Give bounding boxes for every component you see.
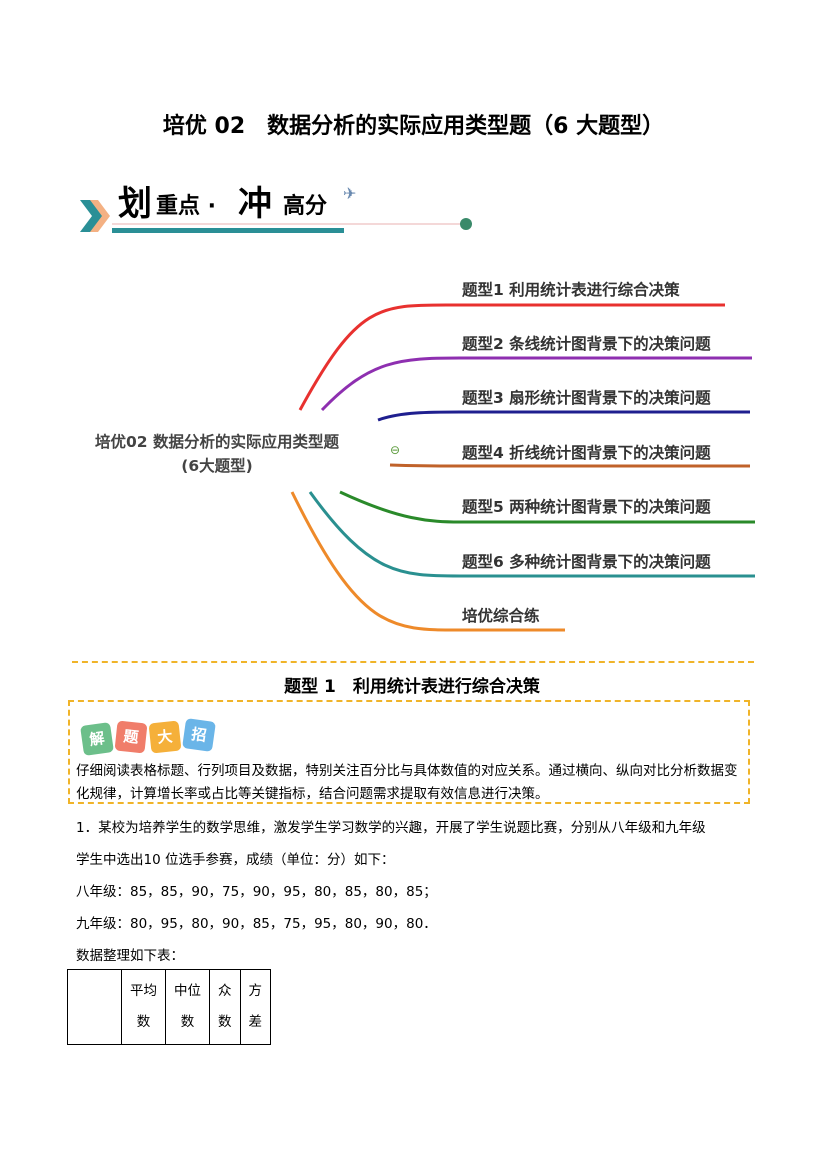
tip-badge-1: 解 — [80, 722, 114, 756]
mindmap-lines — [290, 303, 755, 632]
tip-text: 仔细阅读表格标题、行列项目及数据，特别关注百分比与具体数值的对应关系。通过横向、… — [76, 763, 738, 802]
branch-line-7 — [290, 491, 565, 632]
banner-char-2: 冲 — [238, 184, 272, 224]
question-line-1: 1．某校为培养学生的数学思维，激发学生学习数学的兴趣，开展了学生说题比赛，分别从… — [76, 820, 706, 836]
divider — [72, 661, 754, 663]
branch-line-4 — [389, 463, 750, 468]
root-line-2: (6大题型) — [181, 457, 253, 475]
header-cell-mean: 平均数 — [121, 969, 166, 1045]
banner-char-1: 划 — [118, 184, 152, 224]
branch-line-2 — [320, 356, 752, 412]
branch-line-1 — [298, 303, 725, 411]
header-cell-variance: 方差 — [239, 969, 271, 1045]
header-text: 方 — [248, 983, 263, 999]
tip-badge-4: 招 — [182, 718, 216, 752]
header-text: 数 — [180, 1014, 195, 1030]
banner-text-1: 重点 · — [156, 194, 217, 219]
banner-text-2: 高分 — [283, 194, 328, 219]
header-text: 数 — [136, 1014, 151, 1030]
branch-5: 题型5 两种统计图背景下的决策问题 — [462, 498, 711, 516]
header-cell-mode: 众数 — [209, 969, 241, 1045]
branch-3: 题型3 扇形统计图背景下的决策问题 — [462, 389, 711, 407]
branch-line-6 — [308, 491, 755, 578]
table-intro: 数据整理如下表： — [76, 948, 184, 964]
header-text: 数 — [218, 1014, 232, 1030]
header-text: 平均 — [130, 983, 157, 999]
branch-line-3 — [377, 410, 750, 422]
question-line-2: 学生中选出10 位选手参赛，成绩（单位：分）如下： — [76, 852, 395, 868]
branch-7: 培优综合练 — [462, 607, 540, 625]
grade8-scores: 八年级：85，85，90，75，90，95，80，85，80，85； — [76, 884, 437, 900]
header-text: 众 — [218, 983, 232, 999]
header-cell-median: 中位数 — [165, 969, 210, 1045]
page-title: 培优 02 数据分析的实际应用类型题（6 大题型） — [162, 114, 665, 139]
branch-6: 题型6 多种统计图背景下的决策问题 — [462, 553, 711, 571]
grade9-scores: 九年级：80，95，80，90，85，75，95，80，90，80． — [76, 916, 437, 932]
tip-box: 解 题 大 招 — [68, 700, 750, 804]
tip-badge-3: 大 — [148, 720, 182, 754]
plane-icon: ✈ — [343, 184, 357, 203]
root-line-1: 培优02 数据分析的实际应用类型题 — [95, 433, 339, 451]
header-text: 中位 — [174, 983, 201, 999]
data-table: 平均数 中位数 众数 方差 — [67, 969, 271, 1045]
mindmap-root: 培优02 数据分析的实际应用类型题 (6大题型) — [72, 430, 362, 478]
branch-line-5 — [339, 490, 755, 524]
table-header-row: 平均数 中位数 众数 方差 — [67, 969, 271, 1045]
branch-1: 题型1 利用统计表进行综合决策 — [462, 281, 680, 299]
branch-4: 题型4 折线统计图背景下的决策问题 — [462, 444, 711, 462]
banner: 划 重点 · 冲 高分 ✈ — [78, 176, 478, 236]
header-cell-empty — [67, 969, 122, 1045]
section-title: 题型 1 利用统计表进行综合决策 — [284, 677, 540, 697]
banner-decoration — [80, 200, 472, 233]
header-text: 差 — [248, 1014, 263, 1030]
collapse-icon[interactable]: ⊖ — [390, 443, 401, 457]
branch-2: 题型2 条线统计图背景下的决策问题 — [462, 335, 711, 353]
tip-badge-2: 题 — [114, 720, 148, 754]
